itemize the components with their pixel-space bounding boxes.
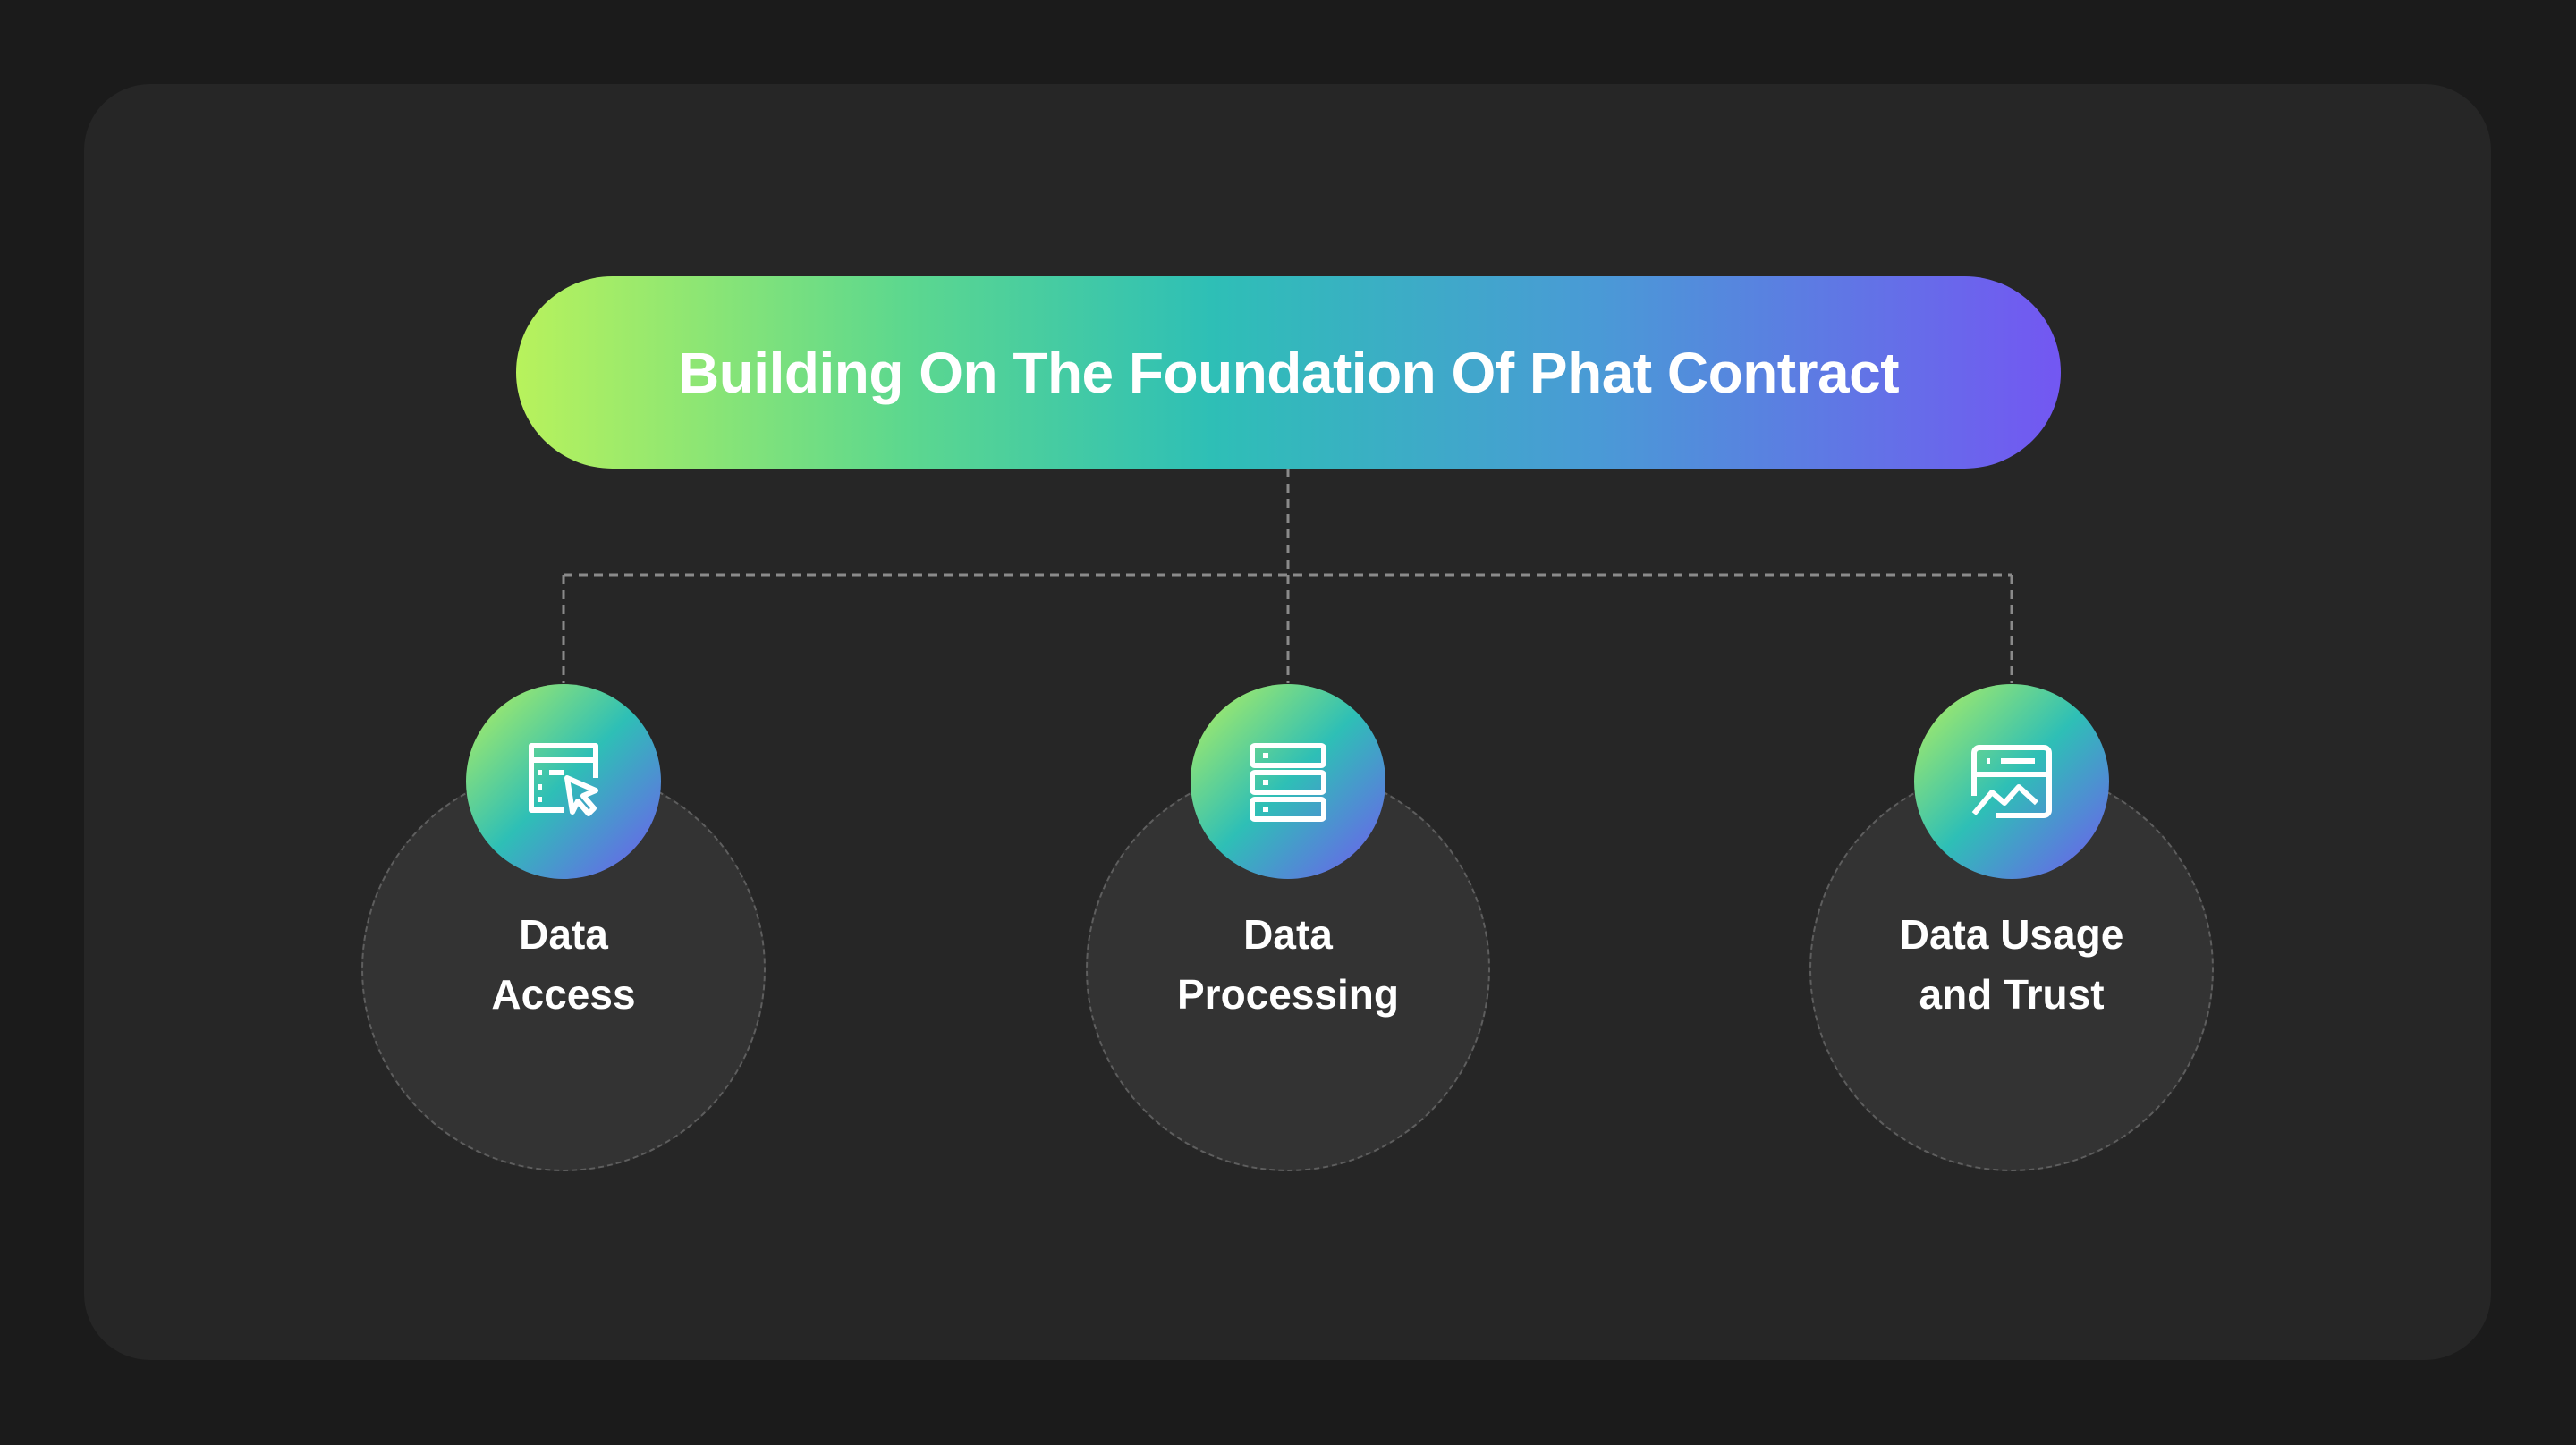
node-label-line: Data — [1243, 911, 1333, 958]
node-label-data-usage: Data Usage and Trust — [1806, 905, 2217, 1025]
node-label-line: Data — [519, 911, 608, 958]
server-stack-icon — [1191, 684, 1385, 879]
title-pill: Building On The Foundation Of Phat Contr… — [516, 276, 2061, 469]
diagram-title: Building On The Foundation Of Phat Contr… — [677, 340, 1900, 405]
dashboard-chart-icon — [1914, 684, 2109, 879]
node-label-line: Data Usage — [1899, 911, 2124, 958]
node-label-line: Access — [491, 971, 636, 1018]
node-label-line: Processing — [1177, 971, 1399, 1018]
node-label-data-processing: Data Processing — [1082, 905, 1494, 1025]
node-label-data-access: Data Access — [358, 905, 769, 1025]
node-label-line: and Trust — [1919, 971, 2105, 1018]
data-access-icon — [466, 684, 661, 879]
